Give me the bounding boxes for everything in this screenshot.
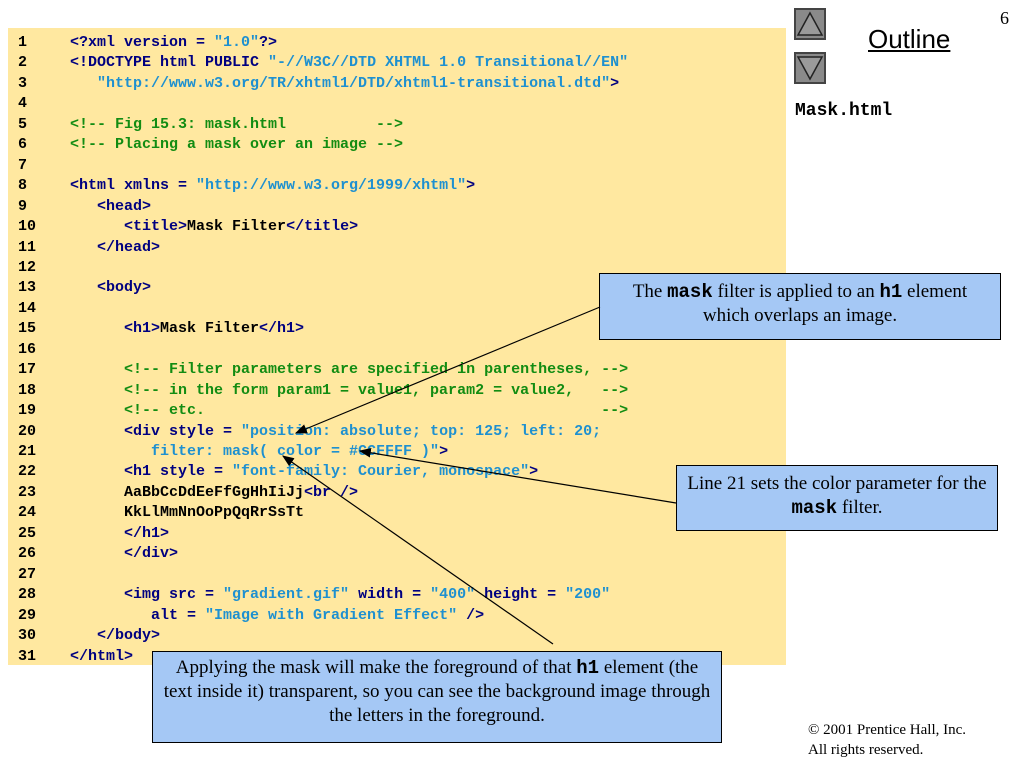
callout-line21-color: Line 21 sets the color parameter for the… bbox=[676, 465, 998, 531]
triangle-up-icon bbox=[796, 11, 824, 36]
callout-mask-filter: The mask filter is applied to an h1 elem… bbox=[599, 273, 1001, 340]
line-number: 12 bbox=[18, 258, 37, 276]
code-text: </body> bbox=[70, 627, 161, 645]
line-number: 10 bbox=[18, 218, 37, 236]
copyright-line2: All rights reserved. bbox=[808, 742, 924, 758]
line-number: 26 bbox=[18, 545, 37, 563]
inline-code: mask bbox=[667, 281, 713, 303]
copyright-notice: © 2001 Prentice Hall, Inc. All rights re… bbox=[808, 720, 966, 760]
line-number: 22 bbox=[18, 463, 37, 481]
next-slide-button[interactable] bbox=[794, 52, 826, 84]
code-text: </html> bbox=[70, 647, 134, 665]
line-number: 5 bbox=[18, 115, 28, 133]
arrow-to-div-style bbox=[294, 306, 601, 434]
line-number: 7 bbox=[18, 156, 28, 174]
arrow-to-line21 bbox=[358, 448, 677, 504]
line-number: 2 bbox=[18, 54, 28, 72]
code-text: "http://www.w3.org/TR/xhtml1/DTD/xhtml1-… bbox=[70, 74, 620, 92]
line-number: 9 bbox=[18, 197, 28, 215]
line-number: 18 bbox=[18, 381, 37, 399]
code-text: <div style = "position: absolute; top: 1… bbox=[70, 422, 602, 440]
line-number: 4 bbox=[18, 95, 28, 113]
line-number: 17 bbox=[18, 361, 37, 379]
code-listing: 1 <?xml version = "1.0"?> 2 <!DOCTYPE html … bbox=[8, 28, 786, 665]
line-number: 30 bbox=[18, 627, 37, 645]
inline-code: h1 bbox=[879, 281, 903, 303]
code-text: AaBbCcDdEeFfGgHhIiJj<br /> bbox=[70, 483, 359, 501]
line-number: 15 bbox=[18, 320, 37, 338]
previous-slide-button[interactable] bbox=[794, 8, 826, 40]
line-number: 11 bbox=[18, 238, 37, 256]
line-number: 20 bbox=[18, 422, 37, 440]
file-name-label: Mask.html bbox=[795, 101, 893, 121]
inline-code: mask bbox=[791, 497, 838, 519]
triangle-down-icon bbox=[796, 56, 824, 81]
copyright-line1: © 2001 Prentice Hall, Inc. bbox=[808, 722, 967, 738]
code-text: <!-- Placing a mask over an image --> bbox=[70, 136, 404, 154]
outline-link[interactable]: Outline bbox=[868, 24, 951, 54]
line-number: 28 bbox=[18, 586, 37, 604]
line-number: 21 bbox=[18, 443, 37, 460]
code-text: </div> bbox=[70, 545, 179, 563]
inline-code: h1 bbox=[576, 657, 600, 679]
code-text: KkLlMmNnOoPpQqRrSsTt bbox=[70, 504, 305, 522]
line-number: 14 bbox=[18, 299, 37, 317]
code-text: alt = "Image with Gradient Effect" /> bbox=[70, 606, 485, 624]
code-text: <?xml version = "1.0"?> bbox=[70, 34, 278, 51]
code-text: <html xmlns = "http://www.w3.org/1999/xh… bbox=[70, 177, 476, 195]
line-number: 16 bbox=[18, 340, 37, 358]
line-number: 1 bbox=[18, 34, 28, 51]
code-text: <!-- Fig 15.3: mask.html --> bbox=[70, 115, 404, 133]
code-text: <img src = "gradient.gif" width = "400" … bbox=[70, 586, 611, 604]
line-number: 8 bbox=[18, 177, 28, 195]
line-number: 24 bbox=[18, 504, 37, 522]
arrow-to-h1 bbox=[282, 455, 554, 645]
slide-number: 6 bbox=[1000, 8, 1009, 28]
line-number: 29 bbox=[18, 606, 37, 624]
line-number: 27 bbox=[18, 565, 37, 583]
line-number: 13 bbox=[18, 279, 37, 297]
code-text: <title>Mask Filter</title> bbox=[70, 218, 359, 236]
code-text: <!-- Filter parameters are specified in … bbox=[70, 361, 629, 379]
line-number: 23 bbox=[18, 483, 37, 501]
callout-applying-mask: Applying the mask will make the foregrou… bbox=[152, 651, 722, 743]
code-text: <h1>Mask Filter</h1> bbox=[70, 320, 305, 338]
code-text: <!-- etc. --> bbox=[124, 402, 629, 420]
code-text: </h1> bbox=[70, 524, 170, 542]
code-text: <!DOCTYPE html PUBLIC "-//W3C//DTD XHTML… bbox=[70, 54, 629, 72]
code-text: <head> bbox=[70, 197, 152, 215]
line-number: 3 bbox=[18, 74, 28, 92]
code-text: <body> bbox=[70, 279, 152, 297]
line-number: 19 bbox=[18, 402, 37, 420]
line-number: 31 bbox=[18, 647, 37, 665]
code-text: <!-- in the form param1 = value1, param2… bbox=[70, 381, 629, 399]
line-number: 6 bbox=[18, 136, 28, 154]
code-text: </head> bbox=[70, 238, 161, 256]
line-number: 25 bbox=[18, 524, 37, 542]
